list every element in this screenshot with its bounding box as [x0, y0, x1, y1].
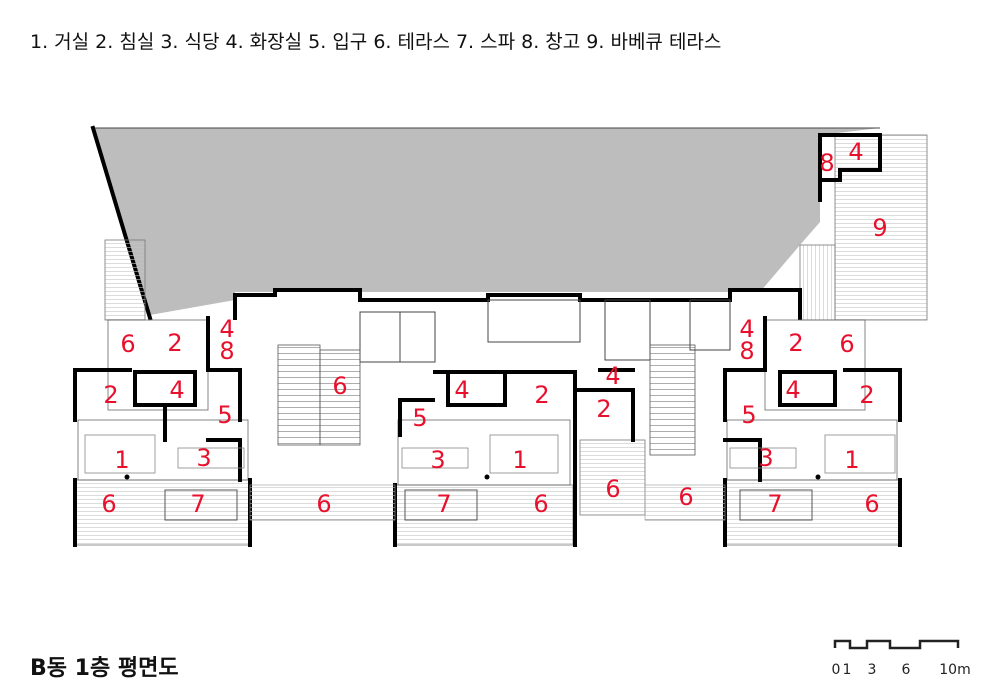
room-label-storage: 8	[739, 337, 754, 365]
unit-center-spa	[404, 489, 478, 521]
room-label-spa: 7	[190, 490, 205, 518]
unit-right	[723, 316, 902, 547]
roof-area	[95, 128, 880, 315]
room-label-bedroom: 2	[103, 381, 118, 409]
room-label-toilet: 4	[169, 376, 184, 404]
bbq-wall	[818, 133, 882, 202]
unit-center-living	[397, 419, 571, 486]
scale-tick-label: 6	[902, 662, 911, 678]
room-label-terrace: 6	[332, 372, 347, 400]
unit-center-table	[489, 434, 559, 474]
terrace-between-2	[644, 484, 726, 521]
unit-right-living	[726, 419, 898, 481]
service-box-5	[689, 299, 731, 351]
unit-center-column	[484, 474, 490, 480]
room-label-toilet: 4	[848, 138, 863, 166]
room-label-entrance: 5	[412, 404, 427, 432]
room-legend: 1. 거실 2. 침실 3. 식당 4. 화장실 5. 입구 6. 테라스 7.…	[30, 31, 721, 53]
room-label-spa: 7	[767, 490, 782, 518]
room-label-terrace: 6	[533, 490, 548, 518]
scale-tick-label: 0	[832, 662, 841, 678]
room-label-storage: 8	[819, 149, 834, 177]
room-label-living: 1	[844, 446, 859, 474]
room-label-terrace: 6	[120, 330, 135, 358]
unit-left-deck	[74, 479, 251, 546]
unit-right-table	[824, 434, 896, 474]
bbq-stair	[799, 244, 836, 321]
unit-left-dining	[177, 447, 245, 469]
room-label-toilet: 4	[219, 315, 234, 343]
room-label-living: 1	[114, 446, 129, 474]
upper-left-deck	[104, 239, 146, 321]
scale-bar-line	[833, 639, 960, 650]
room-label-bedroom: 2	[534, 381, 549, 409]
unit-left	[73, 316, 252, 547]
room-label-bedroom: 2	[596, 395, 611, 423]
service-box-4	[604, 299, 651, 361]
room-label-terrace: 6	[316, 490, 331, 518]
room-label-terrace: 6	[864, 490, 879, 518]
scale-tick-label: 3	[868, 662, 877, 678]
service-box-3	[399, 311, 436, 363]
unit-right-dining	[729, 447, 797, 469]
room-label-dining: 3	[758, 444, 773, 472]
scale-bar: 0 1 3 6 10m	[832, 639, 971, 678]
room-label-entrance: 5	[741, 401, 756, 429]
unit-center-deck	[394, 484, 574, 546]
unit-left-column	[124, 474, 130, 480]
unit-left-spa	[164, 489, 238, 521]
room-label-toilet: 4	[739, 315, 754, 343]
unit-right-spa	[739, 489, 813, 521]
stair-right-2	[579, 439, 646, 516]
room-label-toilet: 4	[454, 376, 469, 404]
room-label-toilet: 4	[605, 362, 620, 390]
scale-tick-label: 10m	[939, 662, 970, 678]
room-labels: 9 8 4 6 2 4 8 2 4 5 1 3 6 7 6 6 4 2 5 3 …	[101, 138, 887, 518]
drawing-title: B동 1층 평면도	[30, 656, 179, 681]
room-label-dining: 3	[196, 444, 211, 472]
room-label-entrance: 5	[217, 401, 232, 429]
unit-left-table	[84, 434, 156, 474]
room-label-spa: 7	[436, 490, 451, 518]
room-label-bedroom: 2	[167, 329, 182, 357]
room-label-terrace: 6	[101, 490, 116, 518]
unit-right-column	[815, 474, 821, 480]
room-label-terrace: 6	[678, 483, 693, 511]
scale-tick-label: 1	[843, 662, 852, 678]
unit-center-dining	[401, 447, 469, 469]
stair-right	[649, 344, 696, 456]
room-label-bedroom: 2	[859, 381, 874, 409]
service-box-2	[359, 311, 401, 363]
stair-left	[277, 344, 321, 446]
north-wall	[233, 288, 802, 320]
room-label-terrace: 6	[839, 330, 854, 358]
room-label-bedroom: 2	[788, 329, 803, 357]
room-label-living: 1	[512, 446, 527, 474]
service-box-1	[487, 299, 581, 343]
room-label-terrace: 6	[605, 475, 620, 503]
terrace-between-1	[249, 484, 396, 521]
room-label-dining: 3	[430, 446, 445, 474]
stair-mid	[319, 349, 361, 446]
room-label-storage: 8	[219, 337, 234, 365]
room-label-bbq-terrace: 9	[872, 214, 887, 242]
room-label-toilet: 4	[785, 376, 800, 404]
